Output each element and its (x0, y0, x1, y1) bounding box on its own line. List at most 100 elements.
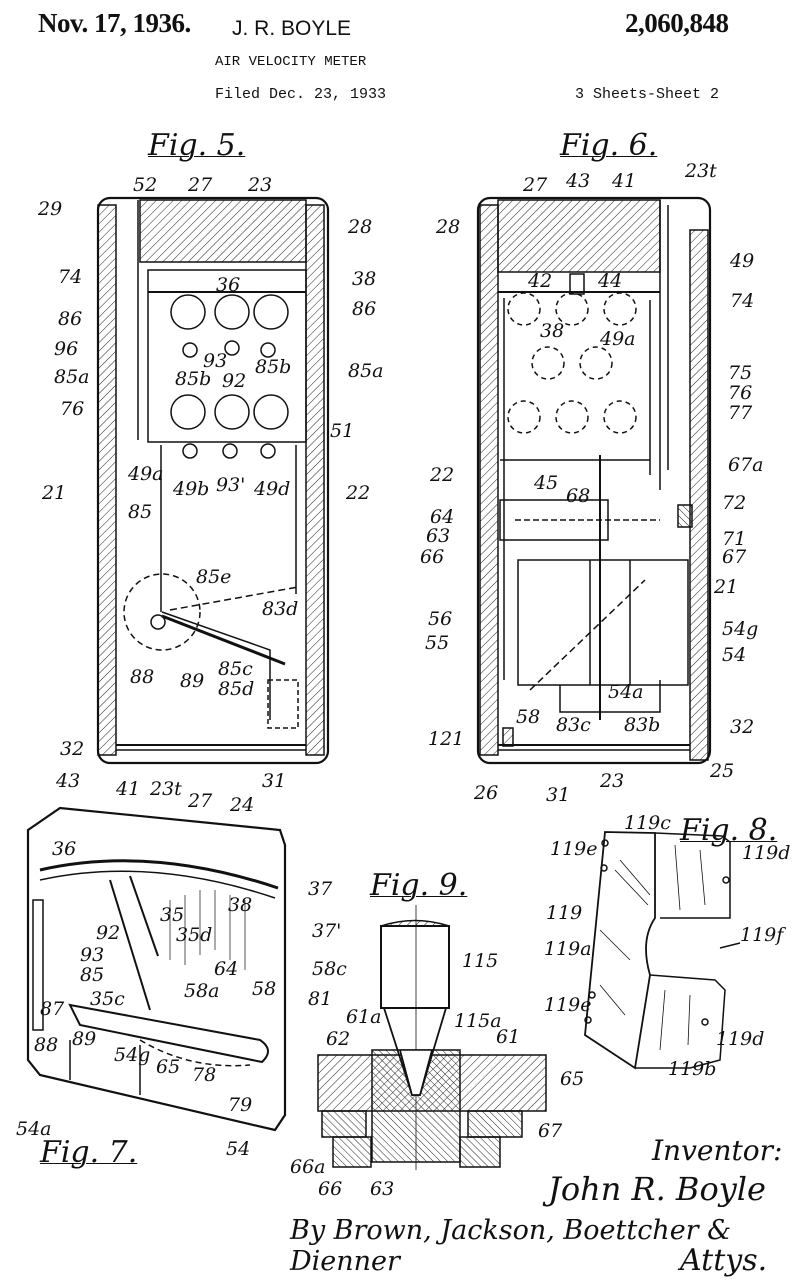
ref-label: 35d (176, 924, 213, 946)
ref-label: 119b (668, 1058, 717, 1080)
ref-label: 119e (544, 994, 592, 1016)
ref-label: 38 (228, 894, 253, 916)
ref-label: 119d (742, 842, 791, 864)
ref-label: 119f (740, 924, 784, 946)
fig5-title: Fig. 5. (148, 128, 246, 163)
ref-label: 85b (255, 356, 292, 378)
ref-label: 85d (218, 678, 255, 700)
ref-label: 64 (430, 506, 455, 528)
ref-label: 22 (430, 464, 455, 486)
ref-label: 115 (462, 950, 499, 972)
ref-label: 52 (133, 174, 158, 196)
ref-label: 28 (436, 216, 461, 238)
ref-label: 38 (352, 268, 377, 290)
ref-label: 119e (550, 838, 598, 860)
ref-label: 43 (56, 770, 81, 792)
ref-label: 36 (216, 274, 241, 296)
fig7-drawing (26, 806, 287, 1132)
ref-label: 119c (624, 812, 671, 834)
ref-label: 49d (254, 478, 291, 500)
ref-label: 85c (218, 658, 253, 680)
ref-label: 121 (428, 728, 465, 750)
ref-label: 92 (96, 922, 121, 944)
ref-label: 85 (80, 964, 105, 986)
ref-label: 49b (173, 478, 210, 500)
ref-label: 58a (184, 980, 220, 1002)
ref-label: 68 (566, 485, 591, 507)
ref-label: 66 (318, 1178, 343, 1200)
ref-label: 96 (54, 338, 79, 360)
attorneys-label: Attys. (680, 1243, 768, 1278)
ref-label: 85a (348, 360, 384, 382)
inventor-header: J. R. BOYLE (232, 17, 352, 40)
ref-label: 49 (730, 250, 755, 272)
ref-label: 54g (722, 618, 759, 640)
ref-label: 81 (308, 988, 333, 1010)
ref-label: 115a (454, 1010, 502, 1032)
ref-label: 54a (608, 681, 644, 703)
inventor-label: Inventor: (652, 1134, 783, 1167)
ref-label: 56 (428, 608, 453, 630)
ref-label: 87 (40, 998, 65, 1020)
fig8-title: Fig. 8. (680, 813, 778, 848)
ref-label: 74 (58, 266, 83, 288)
ref-label: 93' (216, 474, 246, 496)
ref-label: 51 (330, 420, 355, 442)
ref-label: 38 (540, 320, 565, 342)
ref-label: 71 (722, 528, 747, 550)
ref-label: 41 (116, 778, 141, 800)
inventor-signature: John R. Boyle (548, 1170, 766, 1208)
ref-label: 64 (214, 958, 239, 980)
ref-label: 24 (230, 794, 255, 816)
ref-label: 31 (546, 784, 571, 806)
ref-label: 23 (600, 770, 625, 792)
ref-label: 79 (228, 1094, 253, 1116)
patent-title: AIR VELOCITY METER (215, 54, 367, 70)
ref-label: 83d (262, 598, 299, 620)
ref-label: 85e (196, 566, 232, 588)
patent-number: 2,060,848 (625, 8, 729, 38)
ref-label: 76 (728, 382, 753, 404)
ref-label: 43 (566, 170, 591, 192)
ref-label: 61a (346, 1006, 382, 1028)
fig5-drawing (96, 196, 330, 765)
ref-label: 66a (290, 1156, 326, 1178)
ref-label: 42 (528, 270, 553, 292)
ref-label: 63 (370, 1178, 395, 1200)
ref-label: 88 (130, 666, 155, 688)
ref-label: 35c (90, 988, 125, 1010)
ref-label: 62 (326, 1028, 351, 1050)
ref-label: 65 (156, 1056, 181, 1078)
ref-label: 119a (544, 938, 592, 960)
ref-label: 23t (685, 160, 717, 182)
ref-label: 36 (52, 838, 77, 860)
ref-label: 37 (308, 878, 333, 900)
ref-label: 72 (722, 492, 747, 514)
ref-label: 58c (312, 958, 347, 980)
ref-label: 85 (128, 501, 153, 523)
ref-label: 55 (425, 632, 450, 654)
ref-label: 67a (728, 454, 764, 476)
ref-label: 28 (348, 216, 373, 238)
ref-label: 67 (538, 1120, 563, 1142)
ref-label: 83c (556, 714, 591, 736)
ref-label: 54g (114, 1044, 151, 1066)
ref-label: 21 (714, 576, 739, 598)
fig9-drawing (317, 905, 547, 1170)
ref-label: 41 (612, 170, 637, 192)
ref-label: 85a (54, 366, 90, 388)
ref-label: 25 (710, 760, 735, 782)
ref-label: 76 (60, 398, 85, 420)
ref-label: 77 (728, 402, 753, 424)
ref-label: 119d (716, 1028, 765, 1050)
ref-label: 89 (72, 1028, 97, 1050)
ref-label: 67 (722, 546, 747, 568)
ref-label: 58 (252, 978, 277, 1000)
ref-label: 32 (60, 738, 85, 760)
attorneys-signature: By Brown, Jackson, Boettcher & Dienner (290, 1215, 732, 1277)
ref-label: 49a (600, 328, 636, 350)
ref-label: 31 (262, 770, 287, 792)
ref-label: 54 (226, 1138, 251, 1160)
filed-date: Filed Dec. 23, 1933 (215, 86, 387, 103)
